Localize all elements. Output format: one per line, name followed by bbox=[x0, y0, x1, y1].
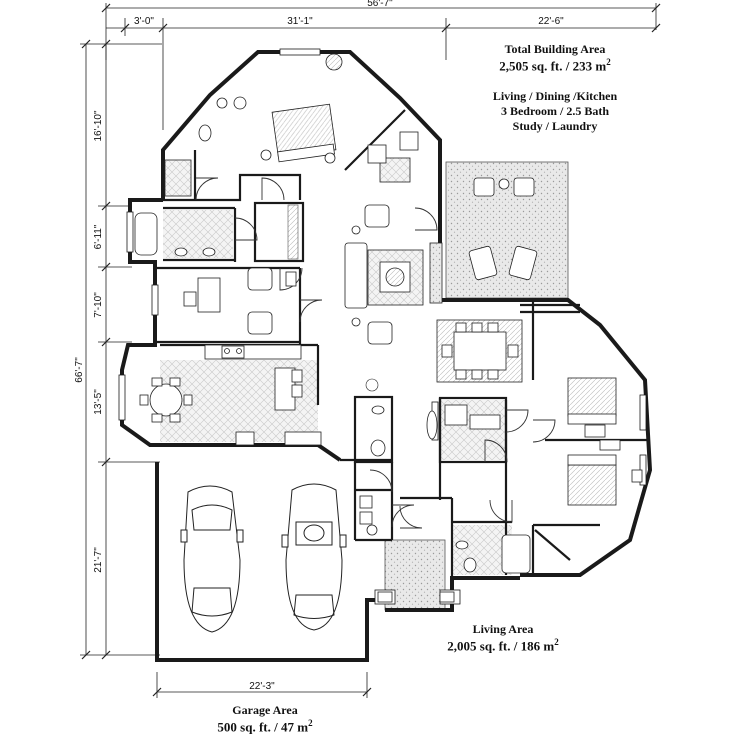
breakfast-table bbox=[139, 377, 193, 423]
overall-depth-label: 66'-7" bbox=[74, 357, 85, 383]
garage-width-label: 22'-3" bbox=[249, 681, 275, 692]
living-area-value: 2,005 sq. ft. / 186 m2 bbox=[447, 637, 559, 654]
master-bath-fixtures bbox=[134, 96, 247, 257]
garage-area-value: 500 sq. ft. / 47 m2 bbox=[217, 718, 313, 735]
top-segment-1-label: 3'-0" bbox=[134, 16, 154, 27]
dining-table bbox=[436, 319, 523, 383]
top-segment-3-label: 22'-6" bbox=[538, 16, 564, 27]
garage-car-right bbox=[281, 483, 347, 631]
living-area-title: Living Area bbox=[472, 622, 534, 636]
garage-car-left bbox=[180, 485, 244, 633]
top-segment-2-label: 31'-1" bbox=[287, 16, 313, 27]
master-bed bbox=[260, 103, 337, 164]
living-plants bbox=[365, 378, 379, 392]
rooms-line-2: 3 Bedroom / 2.5 Bath bbox=[500, 103, 610, 118]
garage-area-title: Garage Area bbox=[232, 703, 298, 717]
total-area-block: Total Building Area 2,505 sq. ft. / 233 … bbox=[470, 42, 640, 134]
living-room-furniture bbox=[344, 204, 443, 345]
total-area-title: Total Building Area bbox=[504, 42, 606, 56]
master-bath-floor bbox=[163, 210, 233, 258]
entry-planters bbox=[377, 591, 455, 603]
kitchen-fixtures bbox=[204, 344, 322, 446]
garage-area-block: Garage Area 500 sq. ft. / 47 m2 bbox=[180, 703, 350, 736]
total-area-value: 2,505 sq. ft. / 233 m2 bbox=[499, 57, 611, 74]
doors bbox=[195, 177, 556, 529]
study-furniture bbox=[183, 267, 297, 335]
patio-furniture bbox=[468, 177, 538, 281]
interior-walls bbox=[155, 109, 650, 578]
closet-shelves bbox=[287, 204, 299, 260]
bedroom-2-bed bbox=[567, 377, 617, 438]
left-segment-2-label: 6'-11" bbox=[93, 224, 104, 249]
bedroom-3-bed bbox=[567, 439, 643, 506]
rooms-line-3: Study / Laundry bbox=[512, 118, 598, 133]
left-segment-4-label: 13'-5" bbox=[93, 389, 104, 415]
left-segment-5-label: 21'-7" bbox=[93, 547, 104, 573]
dimension-labels: 56'-7" 3'-0" 31'-1" 22'-6" 16'-10" 6'-11… bbox=[74, 0, 564, 692]
dimension-ticks bbox=[81, 3, 661, 697]
master-sitting-area bbox=[325, 53, 419, 183]
left-segment-1-label: 16'-10" bbox=[93, 110, 104, 141]
hall-bath-fixtures bbox=[426, 404, 531, 574]
powder-fixtures bbox=[359, 405, 386, 536]
dimension-lines bbox=[80, 3, 657, 698]
living-area-block: Living Area 2,005 sq. ft. / 186 m2 bbox=[418, 622, 588, 655]
left-segment-3-label: 7'-10" bbox=[93, 292, 104, 318]
overall-width-label: 56'-7" bbox=[367, 0, 393, 9]
rooms-line-1: Living / Dining /Kitchen bbox=[492, 88, 618, 103]
